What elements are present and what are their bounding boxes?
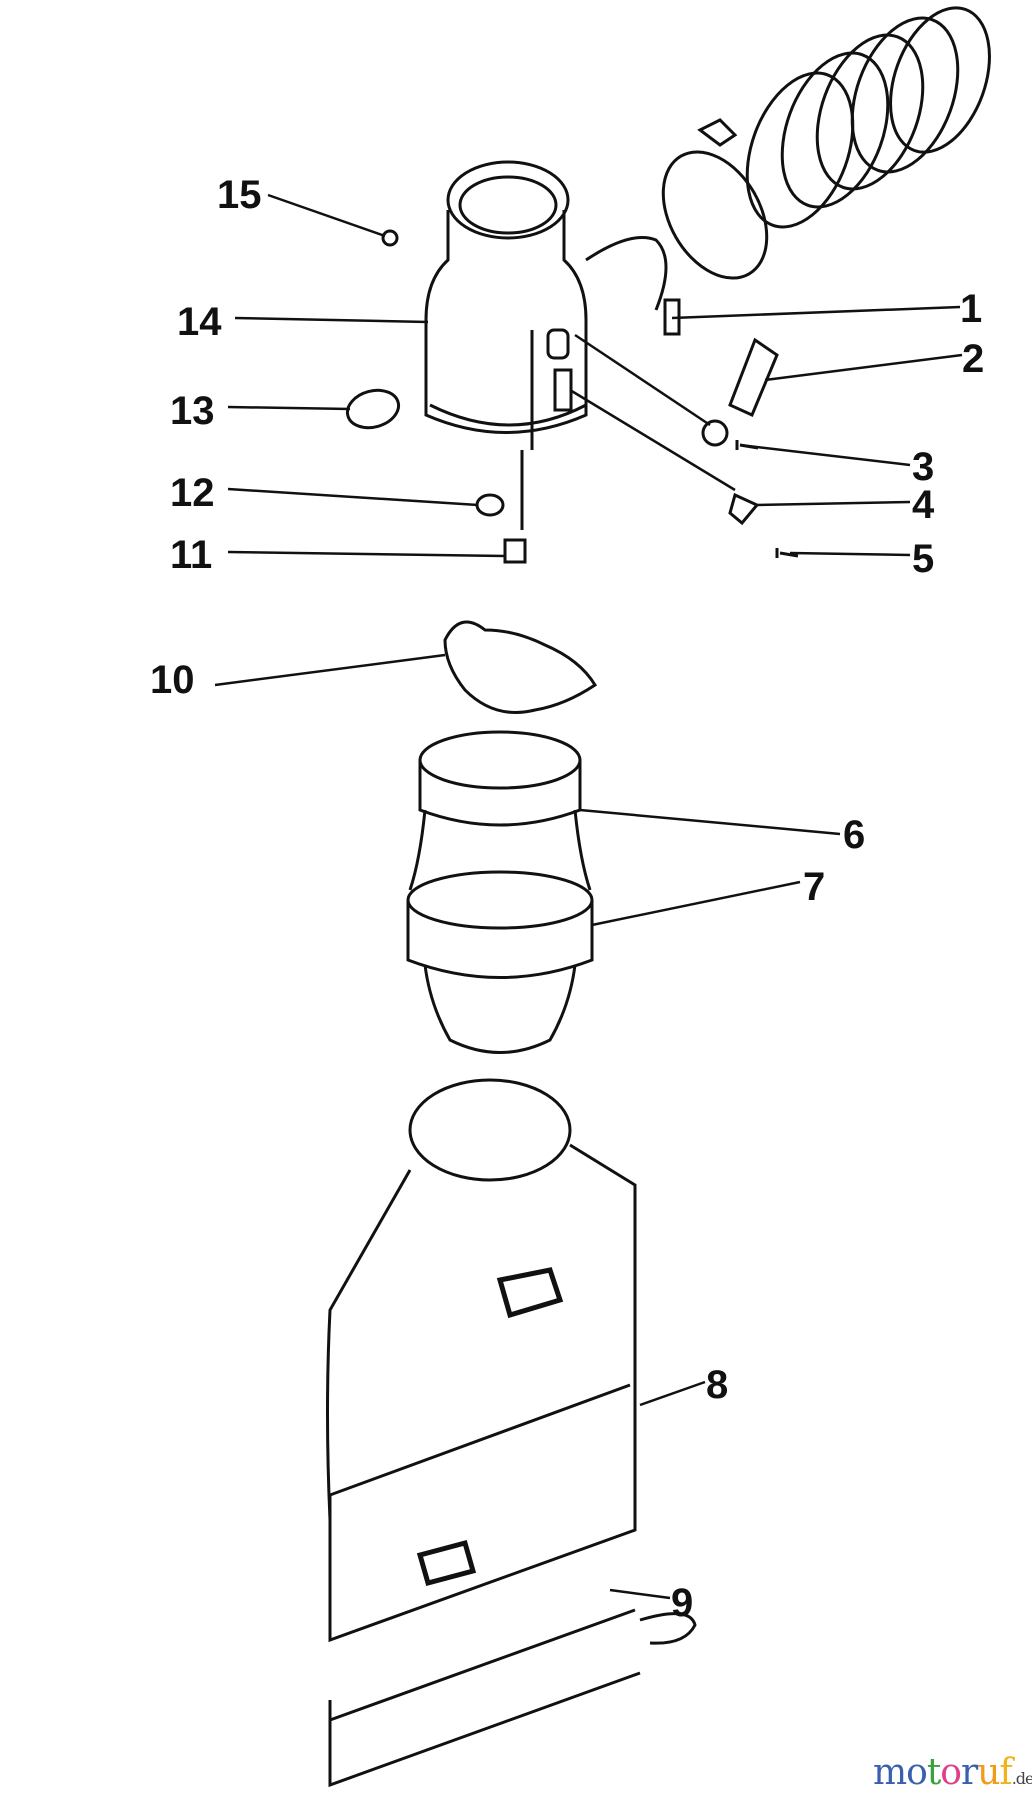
wm-letter: m — [873, 1752, 907, 1793]
hose-clamp — [661, 118, 769, 280]
callout-3: 3 — [912, 445, 934, 489]
callout-15: 15 — [217, 173, 262, 217]
wm-letter: t — [926, 1752, 942, 1793]
callout-14: 14 — [177, 300, 222, 344]
callout-13: 13 — [170, 389, 215, 433]
adapter-tube — [406, 730, 594, 1054]
callout-10: 10 — [150, 658, 195, 702]
wm-letter: o — [906, 1752, 928, 1793]
callout-4: 4 — [912, 483, 935, 527]
leader-lines — [214, 193, 963, 1600]
wm-suffix: .de — [1011, 1769, 1032, 1788]
callout-9: 9 — [671, 1581, 693, 1625]
callout-6: 6 — [843, 813, 865, 857]
callout-8: 8 — [706, 1363, 728, 1407]
wm-letter: o — [940, 1752, 962, 1793]
callout-11: 11 — [170, 533, 212, 577]
wm-letter: r — [960, 1752, 978, 1793]
deflector — [443, 620, 598, 714]
wm-letter: u — [977, 1752, 1000, 1793]
callout-12: 12 — [170, 471, 215, 515]
housing — [424, 160, 668, 530]
callout-7: 7 — [803, 865, 825, 909]
flex-hose — [745, 6, 991, 229]
watermark-logo: motoruf.de — [873, 1752, 1032, 1793]
callout-5: 5 — [912, 537, 934, 581]
wm-letter: f — [999, 1752, 1012, 1793]
callout-2: 2 — [962, 337, 984, 381]
callout-1: 1 — [960, 287, 982, 331]
collection-bag — [326, 1078, 697, 1788]
